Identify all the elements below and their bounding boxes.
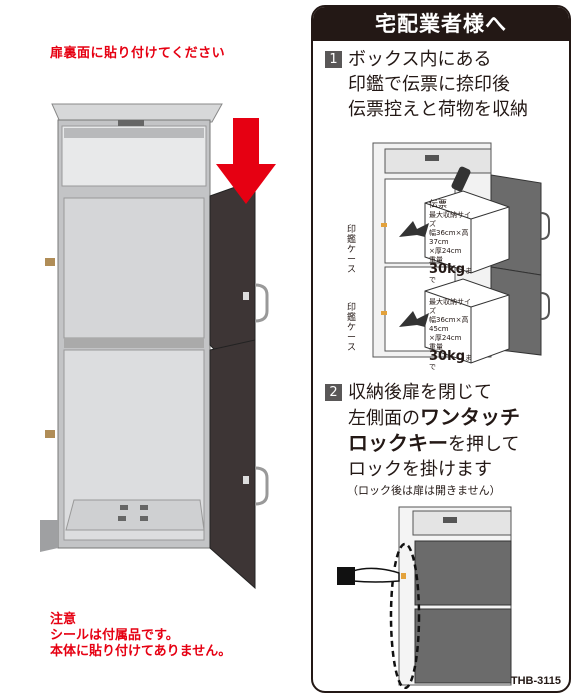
box-2-label: 最大収納サイズ 幅36cm×高45cm ×厚24cm 重量 30kgまで [429,298,477,372]
step-2-line-3a: ロックキー [348,431,448,455]
step-2-note: （ロック後は扉は開きません） [347,484,501,497]
courier-instruction-panel: 宅配業者様へ 1 ボックス内にある 印鑑で伝票に捺印後 伝票控えと荷物を収納 [311,5,571,693]
attention-note: 注意 シールは付属品です。 本体に貼り付けてありません。 [50,612,231,660]
box-1-label: 最大収納サイズ 幅36cm×高37cm ×厚24cm 重量 30kgまで [429,211,477,285]
panel-title: 宅配業者様へ [313,7,569,41]
attention-line-2: 本体に貼り付けてありません。 [50,644,232,659]
model-number: THB-3115 [510,675,561,687]
step-2-line-2b: ワンタッチ [420,405,520,429]
storage-diagram [372,142,550,364]
step-2-line-1: 収納後扉を閉じて [348,382,492,403]
stamp-case-label-1: 印鑑ケース [347,225,357,275]
step-1-line-2: 印鑑で伝票に捺印後 [348,74,510,95]
box-1-size-1: 幅36cm×高37cm [429,229,469,246]
box-1-title: 最大収納サイズ [429,211,471,228]
box-1-weight-label: 重量 [429,256,443,264]
step-2-text: 2 収納後扉を閉じて 左側面のワンタッチ ロックキーを押して ロックを掛けます [325,380,520,482]
attention-line-1: シールは付属品です。 [50,628,179,643]
box-2-title: 最大収納サイズ [429,298,471,315]
step-1-line-1: ボックス内にある [348,49,492,70]
delivery-box-illustration [40,103,276,590]
box-2-weight-suffix: まで [429,354,473,371]
box-1-weight: 30kg [429,262,466,277]
box-2-weight: 30kg [429,349,466,364]
slip-label: 伝票 [429,200,448,210]
sticker-instruction: 扉裏面に貼り付けてください [50,46,226,61]
lock-key-diagram [337,506,512,689]
step-2-line-2a: 左側面の [348,408,420,429]
step-2-line-3b: を押して [448,434,520,455]
box-1-size-2: ×厚24cm [429,247,462,255]
attention-title: 注意 [50,612,77,627]
step-1-line-3: 伝票控えと荷物を収納 [348,99,528,120]
step-2-number: 2 [325,384,342,401]
stamp-case-label-2: 印鑑ケース [347,303,357,353]
box-2-size-1: 幅36cm×高45cm [429,316,469,333]
box-1-weight-suffix: まで [429,267,473,284]
box-2-size-2: ×厚24cm [429,334,462,342]
step-1-text: 1 ボックス内にある 印鑑で伝票に捺印後 伝票控えと荷物を収納 [325,47,528,122]
box-2-weight-label: 重量 [429,343,443,351]
step-2-line-4: ロックを掛けます [348,459,492,480]
step-1-number: 1 [325,51,342,68]
